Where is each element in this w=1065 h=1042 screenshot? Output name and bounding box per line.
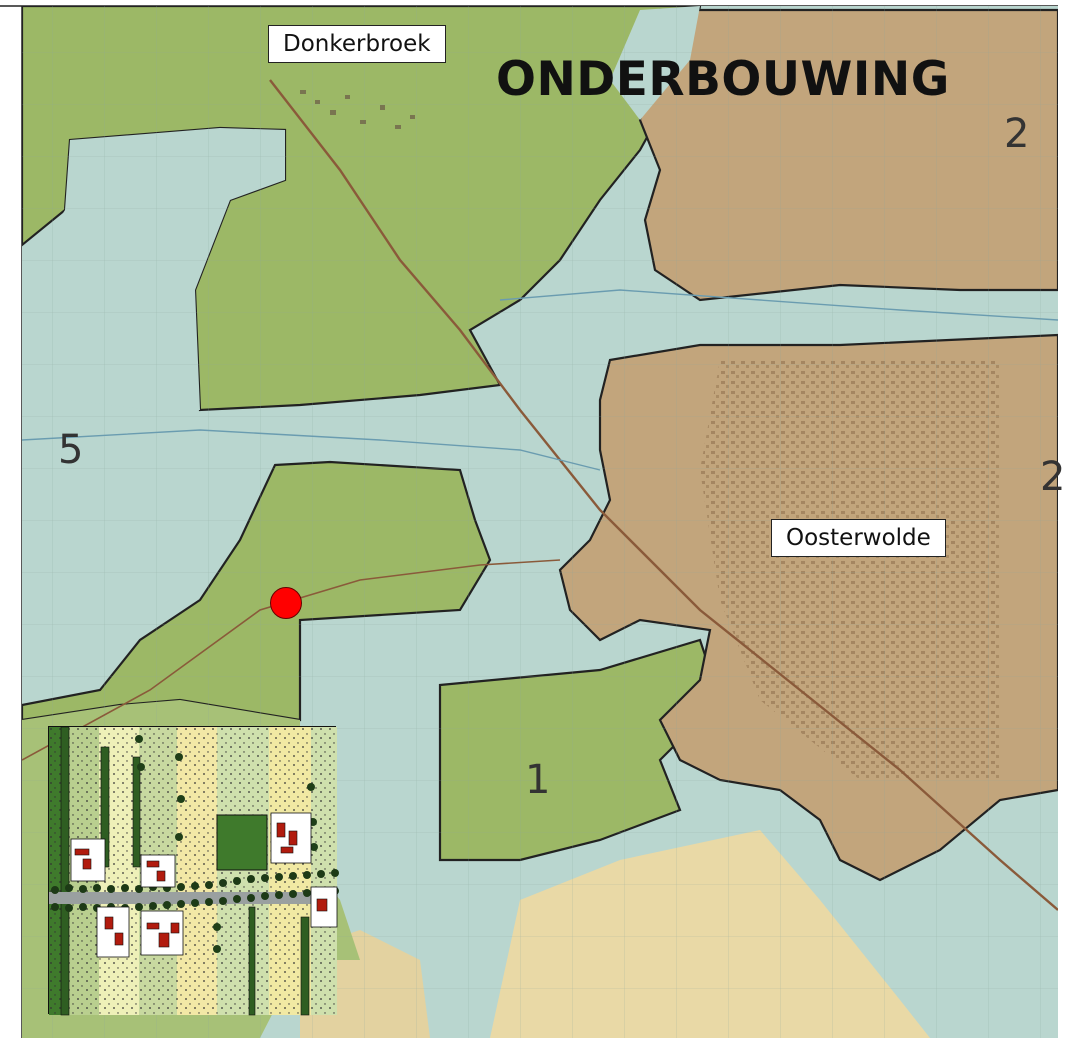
main-road bbox=[269, 79, 1058, 911]
inset-plan bbox=[48, 726, 339, 1016]
place-label-donkerbroek: Donkerbroek bbox=[268, 25, 446, 63]
zone-number-2-edge: 2 bbox=[1040, 454, 1065, 500]
canal bbox=[22, 429, 601, 471]
village-donkerbroek bbox=[300, 90, 415, 129]
place-label-oosterwolde: Oosterwolde bbox=[771, 519, 946, 557]
zone-number-2: 2 bbox=[1004, 111, 1030, 157]
inset-plan-drawing bbox=[49, 726, 339, 1016]
zone-number-1: 1 bbox=[525, 757, 551, 803]
map-title: ONDERBOUWING bbox=[496, 52, 950, 107]
location-marker[interactable] bbox=[270, 587, 302, 619]
zone-number-5: 5 bbox=[58, 427, 84, 473]
